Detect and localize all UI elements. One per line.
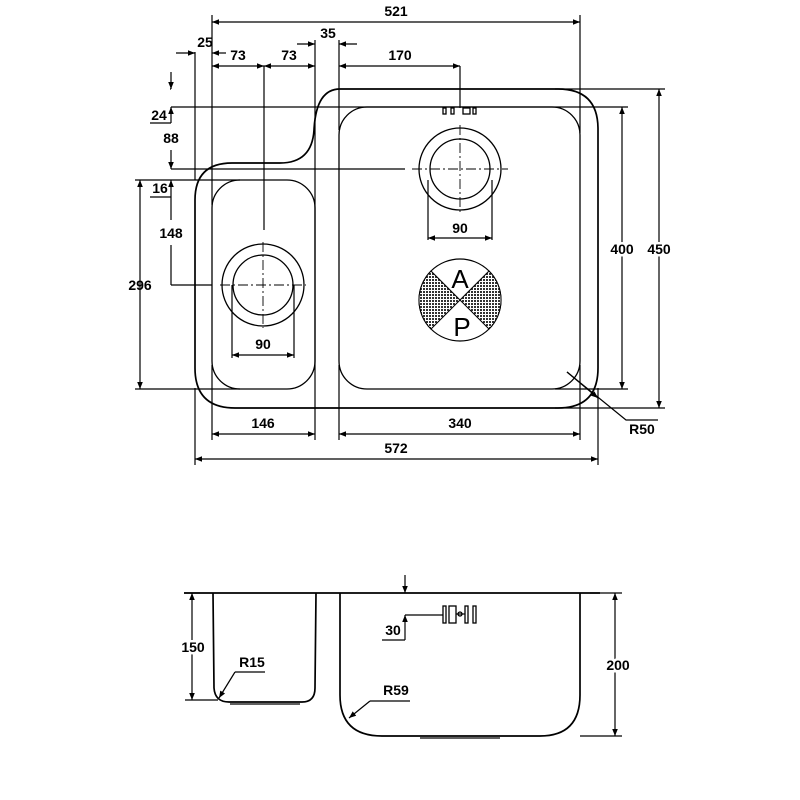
dim-right-bowl-length: 400 [610,241,634,257]
dim-right-drain-from-top: 88 [163,130,179,146]
dimension-lines [137,19,662,462]
section-dimension-lines [184,575,622,737]
dim-overall-width: 572 [384,440,408,456]
plan-view: A P [128,3,673,465]
dim-corner-radius: R50 [629,421,655,437]
dim-left-offset: 25 [197,34,213,50]
left-drain [220,242,306,328]
dim-right-radius: R59 [383,682,409,698]
dim-left-radius: R15 [239,654,265,670]
dim-left-bowl-length: 296 [128,277,152,293]
extension-lines [135,15,665,465]
dim-right-bowl-width: 340 [448,415,472,431]
overflow-slot-icon [442,107,477,115]
dim-left-drain-diameter: 90 [255,336,271,352]
overflow-tap-icon [442,605,477,624]
logo-letter-a: A [451,264,469,294]
left-bowl-section [212,592,317,703]
dim-left-bowl-width: 146 [251,415,275,431]
dim-left-half-a: 73 [230,47,246,63]
dim-right-drain-offset: 170 [388,47,412,63]
dim-overall-length: 450 [647,241,671,257]
dim-overall-inner-width: 521 [384,3,408,19]
right-drain [412,125,508,212]
dim-right-drain-diameter: 90 [452,220,468,236]
dim-left-drain-from-top: 148 [159,225,183,241]
right-bowl-outline [338,106,581,390]
dim-left-depth: 150 [181,639,205,655]
section-view: 150 R15 30 R59 200 [179,575,632,739]
dim-overflow-height: 30 [385,622,401,638]
dim-left-bowl-offset: 16 [152,180,168,196]
sink-outer-contour [194,88,599,409]
dim-right-depth: 200 [606,657,630,673]
ap-logo: A P [418,258,502,342]
dim-left-half-b: 73 [281,47,297,63]
logo-letter-p: P [453,312,470,342]
dim-top-margin: 24 [151,107,167,123]
right-bowl-section [339,593,581,737]
dim-divider-width: 35 [320,25,336,41]
